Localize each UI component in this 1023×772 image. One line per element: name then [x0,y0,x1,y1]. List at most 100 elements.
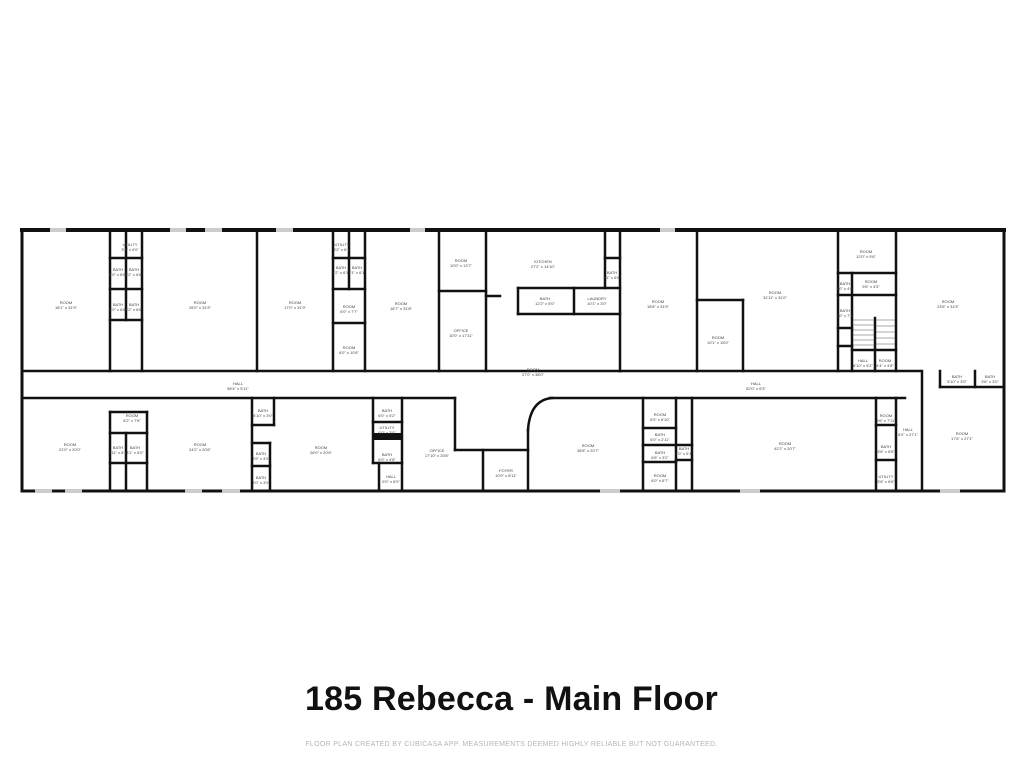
room-name: HALL [385,474,396,479]
room-name: BATH [112,302,124,307]
room-dimensions: 62'0" x 6'3" [746,386,766,391]
room-dimensions: 17'10" x 20'8" [424,453,450,458]
room-name: ROOM [653,473,667,478]
room-name: BATH [678,446,690,451]
room-dimensions: 12'2" x 5'0" [535,301,555,306]
room-dimensions: 6'6" x 3'2" [651,455,669,460]
room-dimensions: 3'1" x 6'8" [603,275,621,280]
room-name: ROOM [454,258,468,263]
room-dimensions: 26'0" x 31'9" [189,305,211,310]
room-name: ROOM [288,300,302,305]
room-dimensions: 6'0" x 27'1" [898,432,918,437]
room-dimensions: 12'0" x 9'6" [856,254,876,259]
plan-title: 185 Rebecca - Main Floor [305,680,718,718]
room-name: ROOM [193,300,207,305]
room-dimensions: 5'10" x 3'0" [947,379,967,384]
room-dimensions: 6'0" x 5'2" [378,413,396,418]
room-dimensions: 10'0" x 13'7" [450,263,472,268]
room-name: BATH [539,296,551,301]
room-dimensions: 3'6" x 7'11" [876,418,896,423]
room-dimensions: 3'1" x 6'1" [348,270,366,275]
room-dimensions: 24'2" x 20'6" [189,447,211,452]
room-name: ROOM [526,367,540,372]
room-name: BATH [381,408,393,413]
room-name: BATH [839,308,851,313]
room-dimensions: 27'2" x 14'10" [530,264,556,269]
room-name: BATH [654,450,666,455]
room-name: BATH [128,302,140,307]
room-name: ROOM [859,249,873,254]
room-dimensions: 21'0" x 20'0" [59,447,81,452]
room-dimensions: 42'2" x 20'7" [774,446,796,451]
room-name: UTILITY [122,242,138,247]
room-dimensions: 3'6" x 3'0" [981,379,999,384]
room-name: OFFICE [429,448,445,453]
room-name: BATH [335,265,347,270]
room-dimensions: 31'11" x 31'0" [763,295,787,300]
room-name: ROOM [342,345,356,350]
room-name: BATH [951,374,963,379]
room-dimensions: 3'0" x 4'0" [836,286,854,291]
room-dimensions: 6'10" x 5'2" [853,363,873,368]
room-dimensions: 4'0" x 6'6" [109,272,127,277]
room-name: BATH [351,265,363,270]
room-dimensions: 10'0" x 17'11" [449,333,473,338]
room-name: ROOM [125,413,139,418]
room-dimensions: 3'2" x 6'1" [332,270,350,275]
room-dimensions: 9'6" x 4'5" [862,284,880,289]
room-name: BATH [880,444,892,449]
room-name: ROOM [768,290,782,295]
room-name: BATH [606,270,618,275]
room-name: HALL [232,381,244,386]
room-dimensions: 6'0" x 7'7" [340,309,358,314]
room-dimensions: 18'7" x 31'8" [390,306,412,311]
room-name: ROOM [878,358,892,363]
room-name: ROOM [941,299,955,304]
room-name: ROOM [711,335,725,340]
room-name: ROOM [581,443,595,448]
room-dimensions: 3'2" x 6'1" [333,247,351,252]
room-dimensions: 18'8" x 31'5" [647,304,669,309]
room-name: ROOM [63,442,77,447]
room-name: LAUNDRY [587,296,607,301]
room-dimensions: 3'9" x 4'0" [252,456,270,461]
room-name: ROOM [59,300,73,305]
room-name: ROOM [314,445,328,450]
room-name: HALL [857,358,868,363]
room-dimensions: 3'2" x 6'0" [121,247,139,252]
room-name: HALL [750,381,761,386]
room-name: UTILITY [878,474,894,479]
